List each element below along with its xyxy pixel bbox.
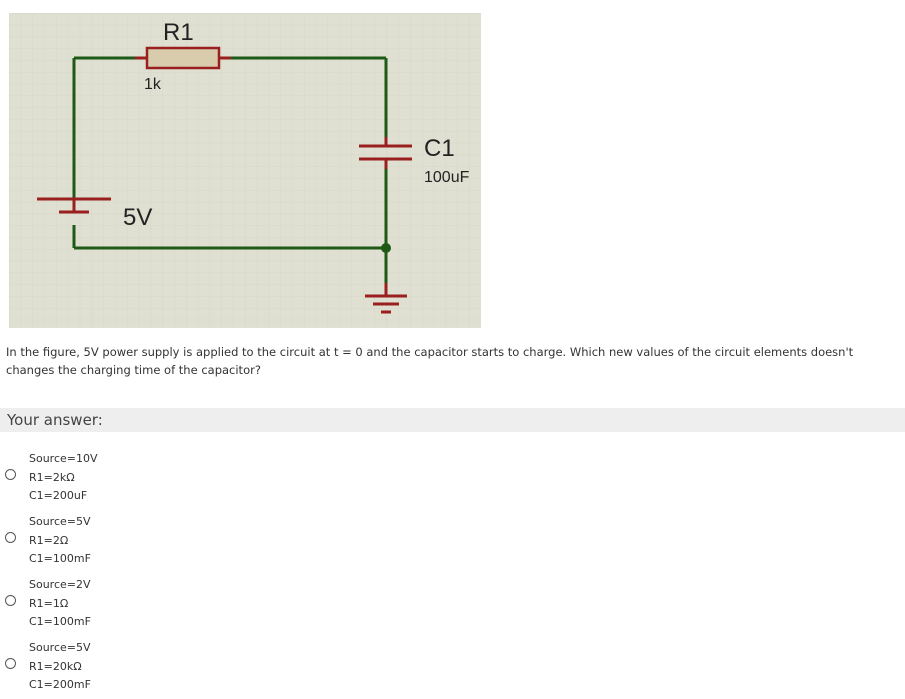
junction-node [381, 243, 391, 253]
resistor-r1 [135, 46, 231, 70]
radio-option-2[interactable] [5, 532, 16, 543]
radio-option-3[interactable] [5, 595, 16, 606]
r1-label: R1 [163, 19, 194, 46]
option-source: Source=5V [29, 641, 91, 654]
source-value: 5V [123, 204, 152, 231]
answer-option-2[interactable]: Source=5V R1=2Ω C1=100mF [5, 513, 305, 573]
option-r1: R1=2Ω [29, 533, 69, 547]
answer-option-4[interactable]: Source=5V R1=20kΩ C1=200mF [5, 639, 305, 699]
option-source: Source=2V [29, 578, 91, 591]
answer-label: Your answer: [7, 411, 103, 429]
option-c1: C1=200mF [29, 678, 91, 691]
ground-symbol [365, 283, 407, 314]
radio-option-4[interactable] [5, 658, 16, 669]
r1-value: 1k [144, 76, 162, 93]
answer-section-header: Your answer: [0, 408, 905, 432]
question-text: In the figure, 5V power supply is applie… [6, 345, 854, 377]
answer-option-1[interactable]: Source=10V R1=2kΩ C1=200uF [5, 450, 305, 510]
capacitor-c1 [359, 137, 412, 169]
answer-option-3[interactable]: Source=2V R1=1Ω C1=100mF [5, 576, 305, 636]
option-c1: C1=200uF [29, 489, 88, 502]
battery-source [37, 197, 111, 214]
option-r1: R1=1Ω [29, 596, 69, 610]
option-c1: C1=100mF [29, 552, 91, 565]
circuit-figure: R1 1k 5V C1 100uF [9, 13, 481, 328]
option-r1: R1=2kΩ [29, 470, 75, 484]
option-r1: R1=20kΩ [29, 659, 82, 673]
circuit-wires [72, 56, 388, 296]
option-source: Source=10V [29, 452, 98, 465]
option-source: Source=5V [29, 515, 91, 528]
c1-label: C1 [424, 135, 455, 162]
radio-option-1[interactable] [5, 469, 16, 480]
option-c1: C1=100mF [29, 615, 91, 628]
c1-value: 100uF [424, 169, 470, 186]
schematic-grid-lines [9, 13, 481, 328]
